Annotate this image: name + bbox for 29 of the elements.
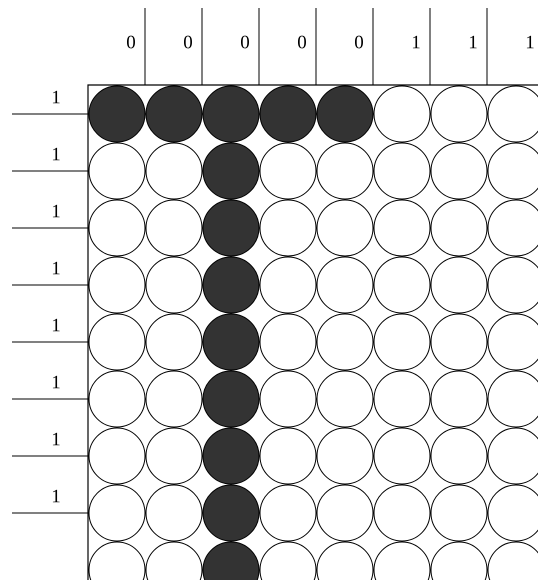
- filled-circle: [202, 370, 260, 428]
- filled-circle: [316, 86, 374, 142]
- row-value: 1: [52, 204, 60, 218]
- filled-circle: [260, 86, 316, 142]
- filled-circle: [146, 86, 202, 142]
- filled-circle: [202, 142, 260, 200]
- filled-circle: [202, 200, 260, 256]
- column-value: 0: [298, 36, 306, 48]
- column-value: 0: [354, 36, 363, 48]
- filled-circle: [202, 86, 260, 142]
- column-value: 1: [470, 36, 477, 48]
- filled-circle: [202, 256, 260, 314]
- row-value: 1: [52, 90, 60, 104]
- filled-circle: [88, 86, 146, 142]
- row-value: 1: [52, 432, 60, 446]
- column-value: 0: [126, 36, 135, 48]
- column-value: 0: [240, 36, 249, 48]
- column-value: 0: [184, 36, 192, 48]
- row-value: 1: [52, 262, 60, 274]
- row-value: 1: [52, 490, 60, 502]
- row-value: 1: [52, 376, 60, 388]
- row-value: 1: [52, 318, 60, 332]
- filled-circle: [202, 428, 260, 484]
- row-value: 1: [52, 148, 60, 160]
- filled-circle: [202, 314, 260, 370]
- filled-circle: [202, 542, 260, 580]
- column-value: 1: [526, 36, 534, 48]
- filled-circle: [202, 484, 260, 542]
- column-value: 1: [412, 36, 420, 48]
